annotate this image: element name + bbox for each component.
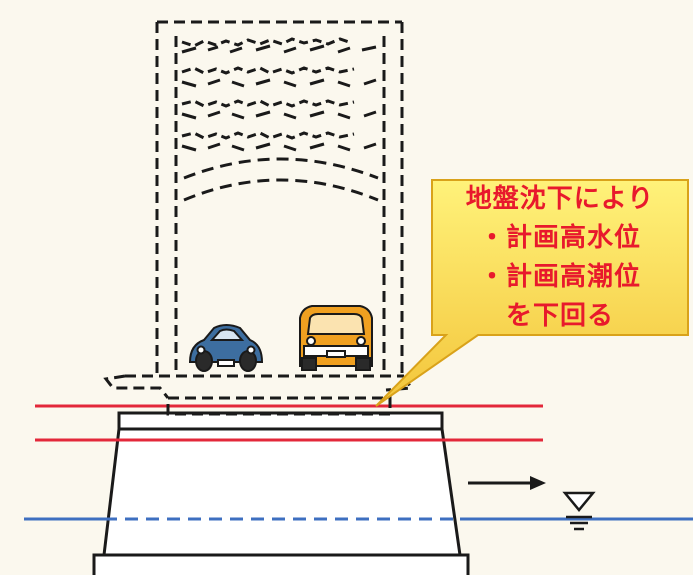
- car-left: [188, 324, 264, 372]
- callout-balloon: [375, 179, 689, 407]
- right-arrow-icon: [468, 476, 546, 490]
- pier-body: [102, 427, 462, 557]
- dashed-superstructure: [103, 20, 414, 416]
- callout-text: 地盤沈下により ・計画高水位 ・計画高潮位 を下回る: [432, 180, 688, 335]
- fill-pattern: [181, 37, 379, 202]
- callout-line-2: ・計画高水位: [478, 222, 641, 253]
- bridge-pier: [92, 411, 470, 575]
- pier-footing: [92, 553, 470, 575]
- callout-line-4: を下回る: [505, 300, 614, 331]
- callout-line-3: ・計画高潮位: [478, 261, 641, 292]
- car-right: [299, 305, 373, 371]
- callout-line-1: 地盤沈下により: [465, 183, 655, 214]
- water-level-triangle-icon: [562, 491, 596, 531]
